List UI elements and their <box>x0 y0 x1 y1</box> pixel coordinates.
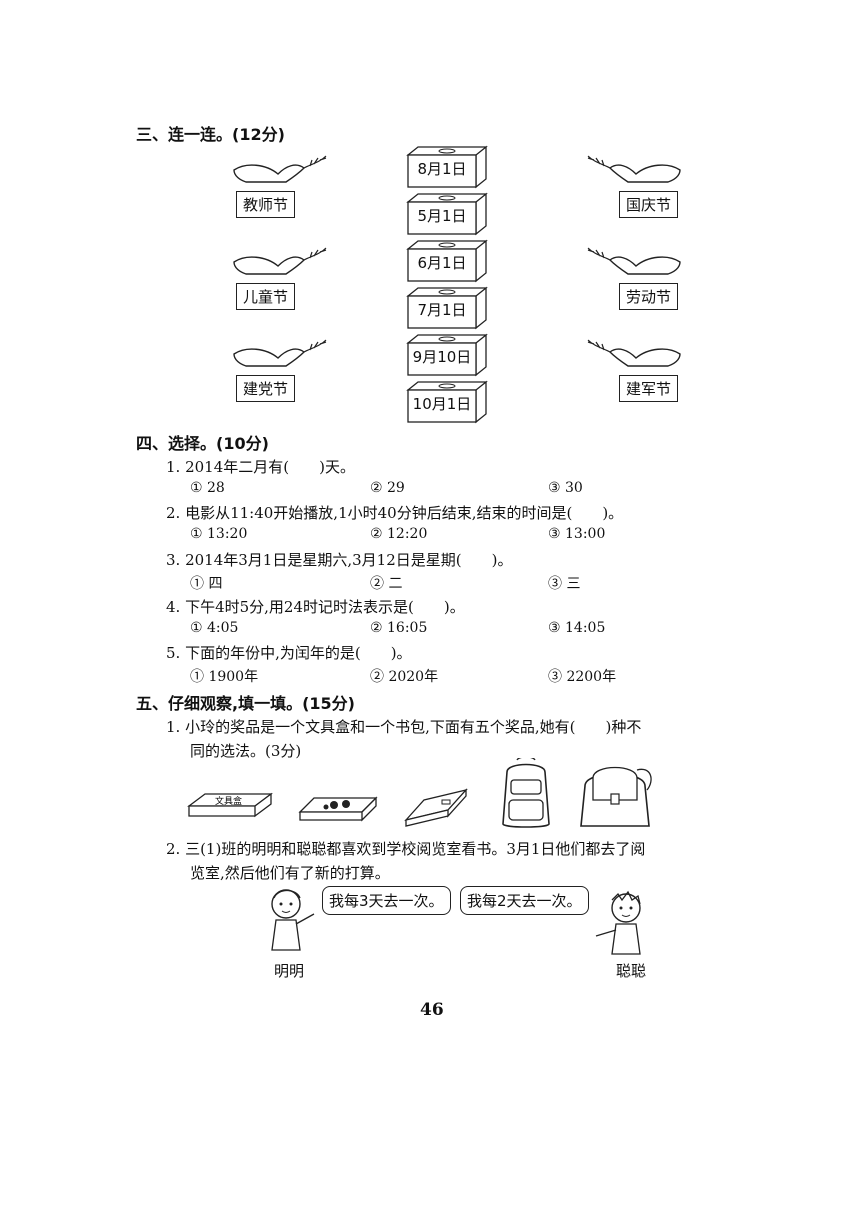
option-1c: ③ 30 <box>548 480 583 496</box>
name-mingming: 明明 <box>274 962 305 980</box>
festival-label-right-3: 建军节 <box>568 336 688 406</box>
option-2a: ① 13:20 <box>190 526 248 542</box>
question-5-1-line1: 1. 小玲的奖品是一个文具盒和一个书包,下面有五个奖品,她有( )种不 <box>166 718 642 736</box>
box-shape <box>406 192 488 236</box>
box-shape <box>406 286 488 330</box>
open-pencil-case-icon <box>404 788 468 827</box>
question-5-2-line1: 2. 三(1)班的明明和聪聪都喜欢到学校阅览室看书。3月1日他们都去了阅 <box>166 840 646 858</box>
festival-name: 建军节 <box>618 375 678 402</box>
option-1a: ① 28 <box>190 480 225 496</box>
festival-name: 劳动节 <box>618 283 678 310</box>
dove-icon <box>587 155 681 183</box>
toy-box-icon <box>298 796 378 822</box>
festival-name: 建党节 <box>236 375 296 402</box>
festival-name: 教师节 <box>236 191 296 218</box>
question-2: 2. 电影从11:40开始播放,1小时40分钟后结束,结束的时间是( )。 <box>166 504 624 522</box>
dove-icon <box>233 247 327 275</box>
section3-heading: 三、连一连。(12分) <box>136 125 285 144</box>
page-number: 46 <box>420 1000 444 1020</box>
festival-name: 儿童节 <box>236 283 296 310</box>
dove-icon <box>587 339 681 367</box>
option-3a: ① 四 <box>190 576 223 592</box>
date-box: 9月10日 <box>406 333 488 377</box>
option-4c: ③ 14:05 <box>548 620 606 636</box>
question-5-2-line2: 览室,然后他们有了新的打算。 <box>190 864 390 882</box>
pencil-box-label: 文具盒 <box>215 795 242 807</box>
date-box: 10月1日 <box>406 380 488 424</box>
dove-icon <box>233 339 327 367</box>
date-text: 7月1日 <box>417 301 467 319</box>
option-5b: ② 2020年 <box>370 669 439 685</box>
question-3: 3. 2014年3月1日是星期六,3月12日是星期( )。 <box>166 551 513 569</box>
festival-label-left-3: 建党节 <box>226 336 346 406</box>
box-shape <box>406 333 488 377</box>
date-text: 9月10日 <box>412 348 472 366</box>
festival-label-left-2: 儿童节 <box>226 244 346 314</box>
date-box: 8月1日 <box>406 145 488 189</box>
boy-congcong-icon <box>595 890 641 955</box>
pencil-box-icon: 文具盒 <box>187 792 273 818</box>
option-3b: ② 二 <box>370 576 403 592</box>
dove-icon <box>233 155 327 183</box>
festival-label-right-2: 劳动节 <box>568 244 688 314</box>
date-box: 6月1日 <box>406 239 488 283</box>
option-3c: ③ 三 <box>548 576 581 592</box>
question-5: 5. 下面的年份中,为闰年的是( )。 <box>166 644 412 662</box>
festival-name: 国庆节 <box>618 191 678 218</box>
date-box: 5月1日 <box>406 192 488 236</box>
festival-label-left-1: 教师节 <box>226 152 346 222</box>
section4-heading: 四、选择。(10分) <box>136 434 269 453</box>
date-text: 6月1日 <box>417 254 467 272</box>
date-text: 5月1日 <box>417 207 467 225</box>
question-4: 4. 下午4时5分,用24时记时法表示是( )。 <box>166 598 465 616</box>
option-5c: ③ 2200年 <box>548 669 617 685</box>
option-2b: ② 12:20 <box>370 526 428 542</box>
speech-bubble-left: 我每3天去一次。 <box>322 886 451 915</box>
boy-mingming-icon <box>271 889 315 951</box>
dove-icon <box>587 247 681 275</box>
option-4b: ② 16:05 <box>370 620 428 636</box>
section5-heading: 五、仔细观察,填一填。(15分) <box>136 694 355 713</box>
box-shape <box>406 380 488 424</box>
name-congcong: 聪聪 <box>616 962 647 980</box>
option-2c: ③ 13:00 <box>548 526 606 542</box>
option-4a: ① 4:05 <box>190 620 239 636</box>
festival-label-right-1: 国庆节 <box>568 152 688 222</box>
date-box: 7月1日 <box>406 286 488 330</box>
question-5-1-line2: 同的选法。(3分) <box>190 742 302 760</box>
date-text: 10月1日 <box>412 395 472 413</box>
option-1b: ② 29 <box>370 480 405 496</box>
question-1: 1. 2014年二月有( )天。 <box>166 458 355 476</box>
box-shape <box>406 239 488 283</box>
schoolbag-icon <box>580 766 652 827</box>
option-5a: ① 1900年 <box>190 669 259 685</box>
box-shape <box>406 145 488 189</box>
speech-bubble-right: 我每2天去一次。 <box>460 886 589 915</box>
backpack-icon <box>502 758 550 828</box>
date-text: 8月1日 <box>417 160 467 178</box>
